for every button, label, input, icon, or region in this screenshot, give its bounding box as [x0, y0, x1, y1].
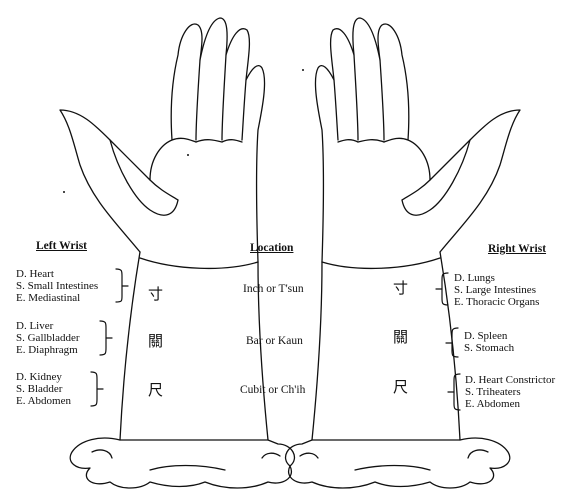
right-wrist-heading: Right Wrist	[488, 243, 546, 255]
right-hand-drawing	[286, 18, 520, 488]
left-group-bar: D. Liver S. Gallbladder E. Diaphragm	[16, 320, 80, 356]
right-char-kuan: 關	[393, 326, 408, 347]
left-organ-superficial: S. Small Intestines	[16, 280, 98, 292]
left-group-inch: D. Heart S. Small Intestines E. Mediasti…	[16, 268, 98, 304]
right-char-chih: 尺	[393, 376, 408, 397]
right-organ-deep: D. Spleen	[464, 330, 514, 342]
left-char-chih: 尺	[148, 379, 163, 400]
right-organ-superficial: S. Triheaters	[465, 386, 555, 398]
right-organ-superficial: S. Large Intestines	[454, 284, 539, 296]
right-organ-superficial: S. Stomach	[464, 342, 514, 354]
right-organ-extra: E. Abdomen	[465, 398, 555, 410]
right-organ-deep: D. Lungs	[454, 272, 539, 284]
right-organ-extra: E. Thoracic Organs	[454, 296, 539, 308]
right-group-bar: D. Spleen S. Stomach	[464, 330, 514, 354]
left-group-cubit: D. Kidney S. Bladder E. Abdomen	[16, 371, 71, 407]
right-organ-deep: D. Heart Constrictor	[465, 374, 555, 386]
left-wrist-heading: Left Wrist	[36, 240, 87, 252]
right-group-inch: D. Lungs S. Large Intestines E. Thoracic…	[454, 272, 539, 308]
right-group-cubit: D. Heart Constrictor S. Triheaters E. Ab…	[465, 374, 555, 410]
location-heading: Location	[250, 242, 293, 254]
left-organ-extra: E. Diaphragm	[16, 344, 80, 356]
left-organ-deep: D. Liver	[16, 320, 80, 332]
left-organ-extra: E. Mediastinal	[16, 292, 98, 304]
left-char-tsun: 寸	[148, 283, 163, 304]
location-bar: Bar or Kaun	[246, 335, 303, 347]
left-char-kuan: 關	[148, 330, 163, 351]
right-char-tsun: 寸	[393, 277, 408, 298]
left-organ-extra: E. Abdomen	[16, 395, 71, 407]
location-inch: Inch or T'sun	[243, 283, 304, 295]
left-organ-superficial: S. Bladder	[16, 383, 71, 395]
left-organ-superficial: S. Gallbladder	[16, 332, 80, 344]
location-cubit: Cubit or Ch'ih	[240, 384, 305, 396]
left-organ-deep: D. Kidney	[16, 371, 71, 383]
left-organ-deep: D. Heart	[16, 268, 98, 280]
